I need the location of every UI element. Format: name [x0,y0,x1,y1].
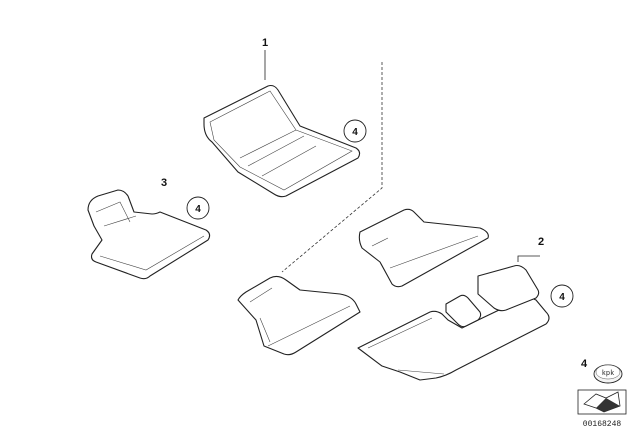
callout-4-part-2-label: 4 [559,292,565,303]
mat-part-2-rear-third-row[interactable] [357,264,550,381]
badge-part-4[interactable]: kpk [593,364,623,384]
part-label-1: 1 [262,37,268,49]
callout-4-part-3-label: 4 [195,204,201,215]
part-label-2: 2 [538,236,544,248]
callout-4-part-1: 4 [343,119,367,143]
leader-line-2 [517,255,540,262]
mat-part-1[interactable] [203,84,361,198]
callout-4-part-3: 4 [186,196,210,220]
part-label-3: 3 [161,177,167,189]
badge-text: kpk [602,370,615,378]
diagram-code: 00168248 [583,420,622,429]
dashed-separator [281,62,383,273]
part-label-4: 4 [581,358,588,370]
mat-part-3[interactable] [87,189,211,280]
callout-4-part-2: 4 [550,284,574,308]
reference-arrow-icon [577,389,627,415]
callout-4-part-1-label: 4 [352,127,358,138]
mat-part-2-rear-left[interactable] [237,275,361,356]
mat-part-2-rear-right[interactable] [358,208,489,288]
